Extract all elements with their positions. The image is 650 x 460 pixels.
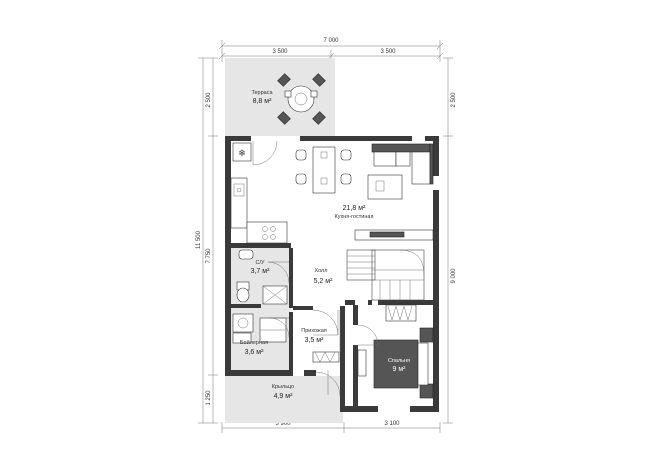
boiler — [232, 313, 254, 333]
terrace-area: 8,8 м² — [253, 98, 272, 105]
dim-top-total: 7 000 — [323, 38, 339, 44]
dim-top-right: 3 500 — [380, 49, 396, 55]
dim-left-bottom: 1 250 — [206, 390, 212, 406]
room-labels: Терраса 8,8 м² 21,8 м² Кухня-гостиная С/… — [240, 90, 410, 400]
kitchen-living-name: Кухня-гостиная — [335, 214, 374, 220]
dim-left-total: 11 500 — [196, 230, 202, 249]
wc-fixtures — [236, 249, 290, 305]
bedroom-name: Спальня — [388, 358, 410, 364]
porch-name: Крыльцо — [272, 384, 294, 390]
toilet — [236, 287, 250, 303]
fridge — [232, 142, 252, 162]
bed — [373, 339, 419, 389]
nightstand — [419, 327, 434, 343]
boiler-area: 3,6 м² — [245, 349, 264, 356]
bedroom-area: 9 м² — [393, 366, 407, 373]
hall-area: 5,2 м² — [314, 278, 333, 285]
terrace-furniture — [277, 73, 326, 125]
bedroom-furniture — [357, 304, 434, 399]
dim-left-middle: 7 750 — [206, 248, 212, 264]
dim-bottom-left: 3 900 — [275, 421, 291, 427]
entrance-area: 3,5 м² — [305, 337, 324, 344]
staircase — [346, 249, 425, 301]
kitchen-living-area: 21,8 м² — [343, 205, 366, 212]
porch-area: 4,9 м² — [274, 393, 293, 400]
dimension-labels: 7 000 3 500 3 500 11 500 2 500 7 750 1 2… — [196, 38, 457, 427]
dim-bottom-right: 3 100 — [384, 421, 400, 427]
porch-floor — [225, 376, 343, 423]
coffee-table — [367, 174, 403, 200]
wc-name: С/У — [256, 260, 266, 266]
wc-area: 3,7 м² — [251, 268, 270, 275]
dim-left-top: 2 500 — [206, 92, 212, 108]
kitchen-furniture: ❄ — [230, 140, 434, 244]
dimension-lines — [198, 40, 453, 433]
dim-right-middle: 9 000 — [451, 268, 457, 284]
sofa — [371, 143, 431, 153]
walls — [225, 136, 439, 412]
boiler-fixtures — [232, 313, 290, 344]
terrace-name: Терраса — [251, 90, 273, 96]
hall-name: Холл — [315, 268, 328, 274]
dim-top-left: 3 500 — [272, 49, 288, 55]
boiler-name: Бойлерная — [240, 339, 268, 346]
entrance-fixtures — [312, 309, 341, 397]
round-table — [287, 85, 315, 113]
svg-text:❄: ❄ — [238, 149, 246, 159]
sink — [238, 249, 254, 260]
dim-right-top: 2 500 — [451, 92, 457, 108]
dining-table — [312, 146, 336, 194]
entrance-name: Прихожая — [301, 328, 327, 334]
